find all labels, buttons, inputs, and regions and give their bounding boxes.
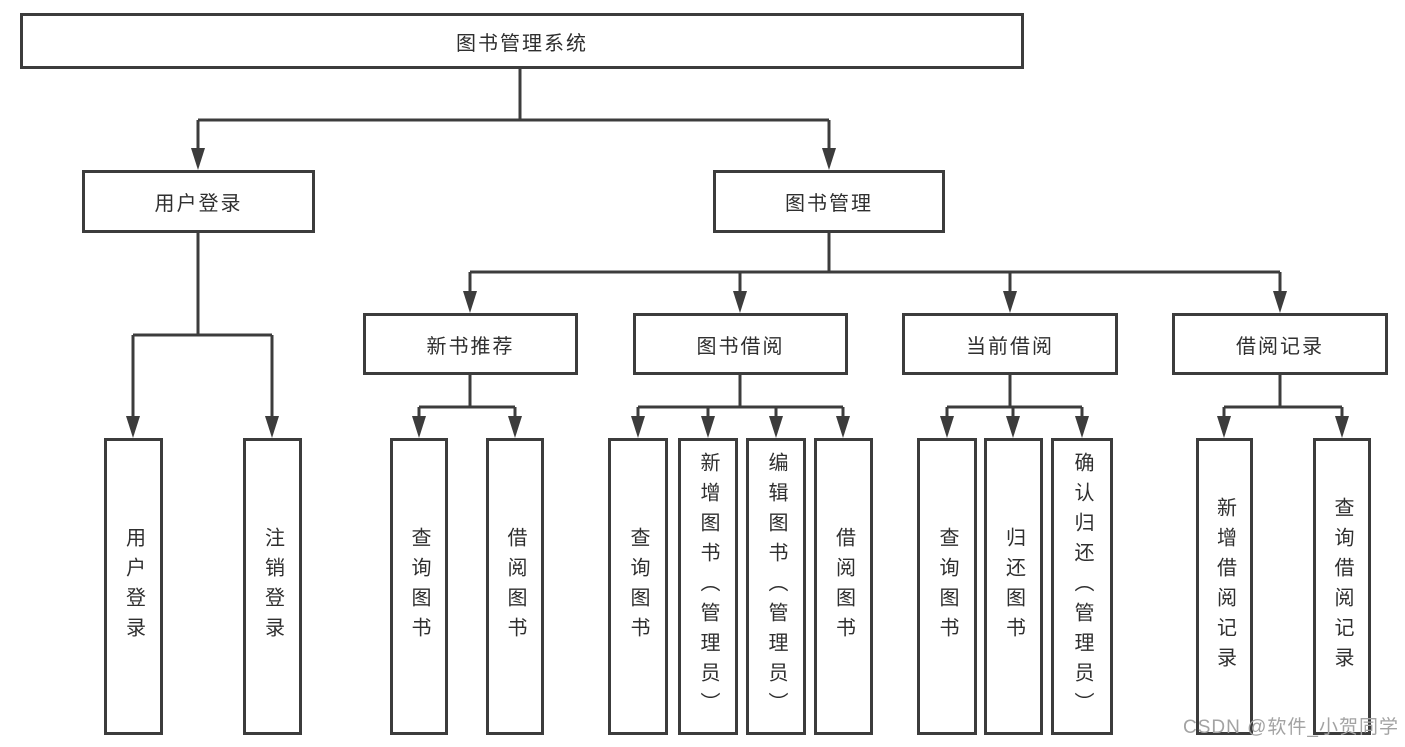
- leaf-current-query-book-label: 查询图书: [936, 526, 958, 647]
- connector-bookmgmt-to-sections: [468, 233, 1282, 295]
- node-root-label: 图书管理系统: [456, 32, 588, 55]
- node-book-management: 图书管理: [713, 170, 945, 233]
- leaf-confirm-return-admin-label: 确认归还（管理员）: [1071, 451, 1093, 722]
- leaf-add-book-admin: 新增图书（管理员）: [678, 438, 738, 735]
- leaf-query-borrow-record-label: 查询借阅记录: [1331, 496, 1353, 677]
- node-book-borrow: 图书借阅: [633, 313, 848, 375]
- leaf-edit-book-admin: 编辑图书（管理员）: [746, 438, 806, 735]
- node-root: 图书管理系统: [20, 13, 1024, 69]
- leaf-borrow-query-book-label: 查询图书: [627, 526, 649, 647]
- leaf-edit-book-admin-label: 编辑图书（管理员）: [765, 451, 787, 722]
- leaf-borrow-book-label: 借阅图书: [832, 526, 855, 647]
- leaf-current-query-book: 查询图书: [917, 438, 977, 735]
- leaf-logout-label: 注销登录: [261, 526, 284, 647]
- connector-currentborrow-to-leaves: [945, 375, 1084, 420]
- node-user-login: 用户登录: [82, 170, 315, 233]
- connector-root-to-level2: [196, 69, 831, 150]
- node-new-book-recommend-label: 新书推荐: [426, 335, 515, 358]
- node-new-book-recommend: 新书推荐: [363, 313, 578, 375]
- leaf-newrec-borrow-book: 借阅图书: [486, 438, 544, 735]
- leaf-query-borrow-record: 查询借阅记录: [1313, 438, 1371, 735]
- node-book-borrow-label: 图书借阅: [696, 335, 785, 358]
- leaf-add-borrow-record: 新增借阅记录: [1196, 438, 1253, 735]
- leaf-newrec-borrow-book-label: 借阅图书: [504, 526, 526, 647]
- node-book-management-label: 图书管理: [785, 193, 873, 215]
- node-borrow-record: 借阅记录: [1172, 313, 1388, 375]
- leaf-user-login-label: 用户登录: [122, 526, 145, 647]
- leaf-user-login: 用户登录: [104, 438, 163, 735]
- leaf-newrec-query-book-label: 查询图书: [408, 526, 430, 647]
- connector-userlogin-to-leaves: [131, 233, 274, 420]
- node-user-login-label: 用户登录: [154, 193, 243, 215]
- csdn-watermark: CSDN @软件_小贺同学: [1183, 717, 1399, 738]
- leaf-borrow-query-book: 查询图书: [608, 438, 668, 735]
- node-current-borrow-label: 当前借阅: [966, 335, 1054, 358]
- leaf-borrow-book: 借阅图书: [814, 438, 873, 735]
- leaf-logout: 注销登录: [243, 438, 302, 735]
- node-current-borrow: 当前借阅: [902, 313, 1118, 375]
- connector-newbookrec-to-leaves: [417, 375, 517, 420]
- connector-bookborrow-to-leaves: [636, 375, 845, 420]
- leaf-add-book-admin-label: 新增图书（管理员）: [697, 451, 719, 722]
- arrowheads: [126, 148, 1349, 438]
- connector-borrowrecord-to-leaves: [1222, 375, 1344, 420]
- leaf-return-book-label: 归还图书: [1002, 526, 1025, 647]
- leaf-return-book: 归还图书: [984, 438, 1043, 735]
- leaf-newrec-query-book: 查询图书: [390, 438, 448, 735]
- leaf-add-borrow-record-label: 新增借阅记录: [1213, 496, 1236, 677]
- leaf-confirm-return-admin: 确认归还（管理员）: [1051, 438, 1113, 735]
- node-borrow-record-label: 借阅记录: [1236, 335, 1324, 358]
